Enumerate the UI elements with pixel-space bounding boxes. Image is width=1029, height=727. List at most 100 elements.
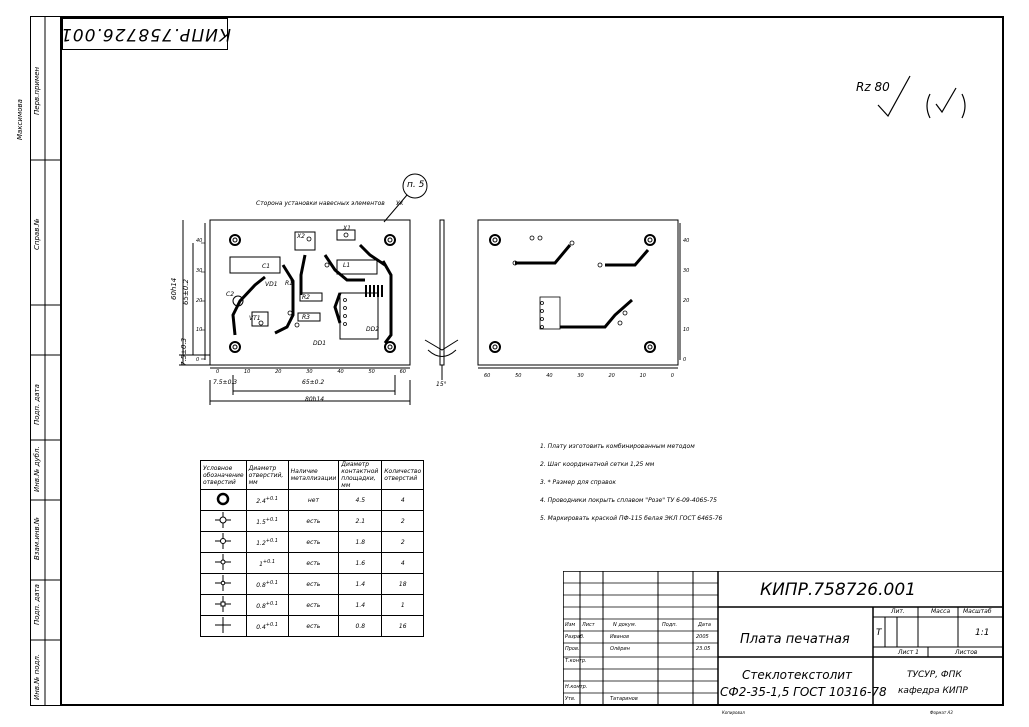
- scale-vb-2: 20: [683, 297, 690, 304]
- stamp-org-2: кафедра КИПР: [898, 686, 968, 696]
- hole-symbol-icon: [200, 510, 247, 532]
- note-3: 3. * Размер для справок: [540, 479, 616, 486]
- row-d: 1: [259, 560, 263, 568]
- row-pad: 1.4: [338, 594, 383, 616]
- label-c2: C2: [226, 291, 235, 298]
- scale-h-1: 10: [243, 369, 251, 375]
- hole-symbol-icon: [200, 552, 247, 574]
- hole-symbol-icon: [200, 594, 247, 616]
- stamp-col-podp: Подп.: [662, 622, 678, 628]
- th-symbol: Условное обозначение отверстий: [200, 460, 247, 490]
- table-row: 2.4+0.1 нет 4.5 4: [200, 489, 425, 511]
- callout-label: п. 5: [407, 180, 425, 190]
- dim-75-v: 7.5±0.3: [180, 337, 188, 366]
- scale-h-2: 20: [275, 369, 282, 375]
- sidebar-inv-dubl: Инв.№ дубл.: [33, 446, 41, 492]
- table-row: 0.8+0.1 есть 1.4 1: [200, 594, 425, 616]
- sidebar-vzam-inv: Взам.инв.№: [33, 516, 41, 560]
- scale-h-front: 0 10 20 30 40 50 60: [216, 369, 406, 375]
- callout-mark: Ук: [396, 200, 404, 207]
- stamp-listov: Листов: [955, 649, 978, 656]
- label-r1: R1: [285, 280, 293, 287]
- row-metal: есть: [287, 573, 340, 595]
- scale-v-4: 0: [196, 357, 200, 363]
- callout-leader: [383, 173, 428, 223]
- pcb-front-view: [179, 219, 411, 405]
- label-x2: X2: [297, 233, 305, 240]
- label-r2: R2: [302, 294, 310, 301]
- sidebar-sprav-no: Справ.№: [33, 218, 41, 250]
- holes-table-header: Условное обозначение отверстий Диаметр о…: [200, 460, 425, 490]
- roughness-symbol: [877, 75, 966, 119]
- stamp-col-data: Дата: [698, 622, 711, 628]
- row-qty: 4: [381, 552, 425, 574]
- scale-v-2: 20: [196, 297, 203, 304]
- row-metal: есть: [287, 531, 340, 553]
- hole-symbol-icon: [200, 573, 247, 595]
- scale-hb-3: 30: [577, 373, 584, 379]
- stamp-razrab-name: Иванов: [610, 634, 630, 640]
- scale-v-3: 10: [196, 327, 203, 334]
- scale-h-0: 0: [216, 369, 220, 375]
- th-metal: Наличие металлизации: [287, 460, 340, 490]
- row-qty: 4: [381, 489, 425, 511]
- scale-hb-6: 0: [670, 373, 674, 379]
- dim-60: 60h14: [170, 277, 178, 300]
- row-metal: есть: [287, 510, 340, 532]
- technical-notes: 1. Плату изготовить комбинированным мето…: [540, 438, 722, 528]
- stamp-list: Лист 1: [898, 649, 919, 656]
- row-qty: 2: [381, 510, 425, 532]
- stamp-prov-date: 23.05: [696, 646, 711, 652]
- stamp-row-prov: Пров.: [565, 646, 580, 652]
- label-dd1: DD1: [313, 340, 327, 347]
- table-row: 0.4+0.1 есть 0.8 16: [200, 615, 425, 637]
- note-1: 1. Плату изготовить комбинированным мето…: [540, 443, 695, 450]
- row-pad: 1.6: [338, 552, 383, 574]
- row-pad: 1.8: [338, 531, 383, 553]
- row-qty: 1: [381, 594, 425, 616]
- row-qty: 16: [381, 615, 425, 637]
- scale-vb-0: 40: [683, 238, 690, 244]
- scale-h-6: 60: [399, 369, 406, 375]
- stamp-row-utv: Утв.: [565, 696, 576, 702]
- drawing-frame: [60, 16, 1004, 706]
- scale-vb-1: 30: [683, 267, 690, 274]
- table-row: 0.8+0.1 есть 1.4 18: [200, 573, 425, 595]
- row-pad: 4.5: [338, 489, 383, 511]
- sidebar-inv-podl: Инв.№ подл.: [33, 653, 41, 700]
- stamp-col-izm: Изм: [565, 622, 576, 628]
- stamp-col-list: Лист: [582, 622, 595, 628]
- rotated-code: КИПР.758726.001: [59, 24, 231, 44]
- stamp-lit-val: Т: [876, 628, 882, 638]
- row-d: 2.4: [256, 497, 266, 505]
- row-qty: 18: [381, 573, 425, 595]
- row-pad: 1.4: [338, 573, 383, 595]
- th-diameter: Диаметр отверстий, мм: [245, 460, 289, 490]
- stamp-format: Формат А3: [930, 710, 953, 715]
- left-margin-label: Макcимова: [16, 99, 24, 140]
- row-metal: есть: [287, 552, 340, 574]
- scale-h-3: 30: [306, 369, 313, 375]
- note-4: 4. Проводники покрыть сплавом "Розе" ТУ …: [540, 497, 717, 504]
- stamp-row-nkontr: Н.контр.: [565, 684, 588, 690]
- sidebar-podp-data-2: Подп. дата: [33, 584, 41, 625]
- label-x1: X1: [343, 225, 351, 232]
- rotated-code-box: КИПР.758726.001: [59, 18, 231, 50]
- angle-label: 15°: [436, 381, 447, 388]
- stamp-lit: Лит.: [891, 608, 905, 615]
- label-vt1: VT1: [249, 315, 261, 322]
- stamp-massa: Масса: [931, 608, 951, 615]
- scale-v-back: 40 30 20 10 0: [683, 238, 689, 363]
- row-pad: 0.8: [338, 615, 383, 637]
- stamp-col-ndok: N докум.: [613, 622, 637, 628]
- scale-vb-4: 0: [683, 357, 687, 363]
- scale-vb-3: 10: [683, 327, 690, 334]
- note-2: 2. Шаг координатной сетки 1,25 мм: [540, 461, 655, 468]
- label-c1: C1: [262, 263, 271, 270]
- row-metal: есть: [287, 594, 340, 616]
- row-d: 1.5: [256, 518, 266, 526]
- row-tol: +0.1: [265, 600, 278, 607]
- row-qty: 2: [381, 531, 425, 553]
- dim-65-h: 65±0.2: [302, 379, 325, 386]
